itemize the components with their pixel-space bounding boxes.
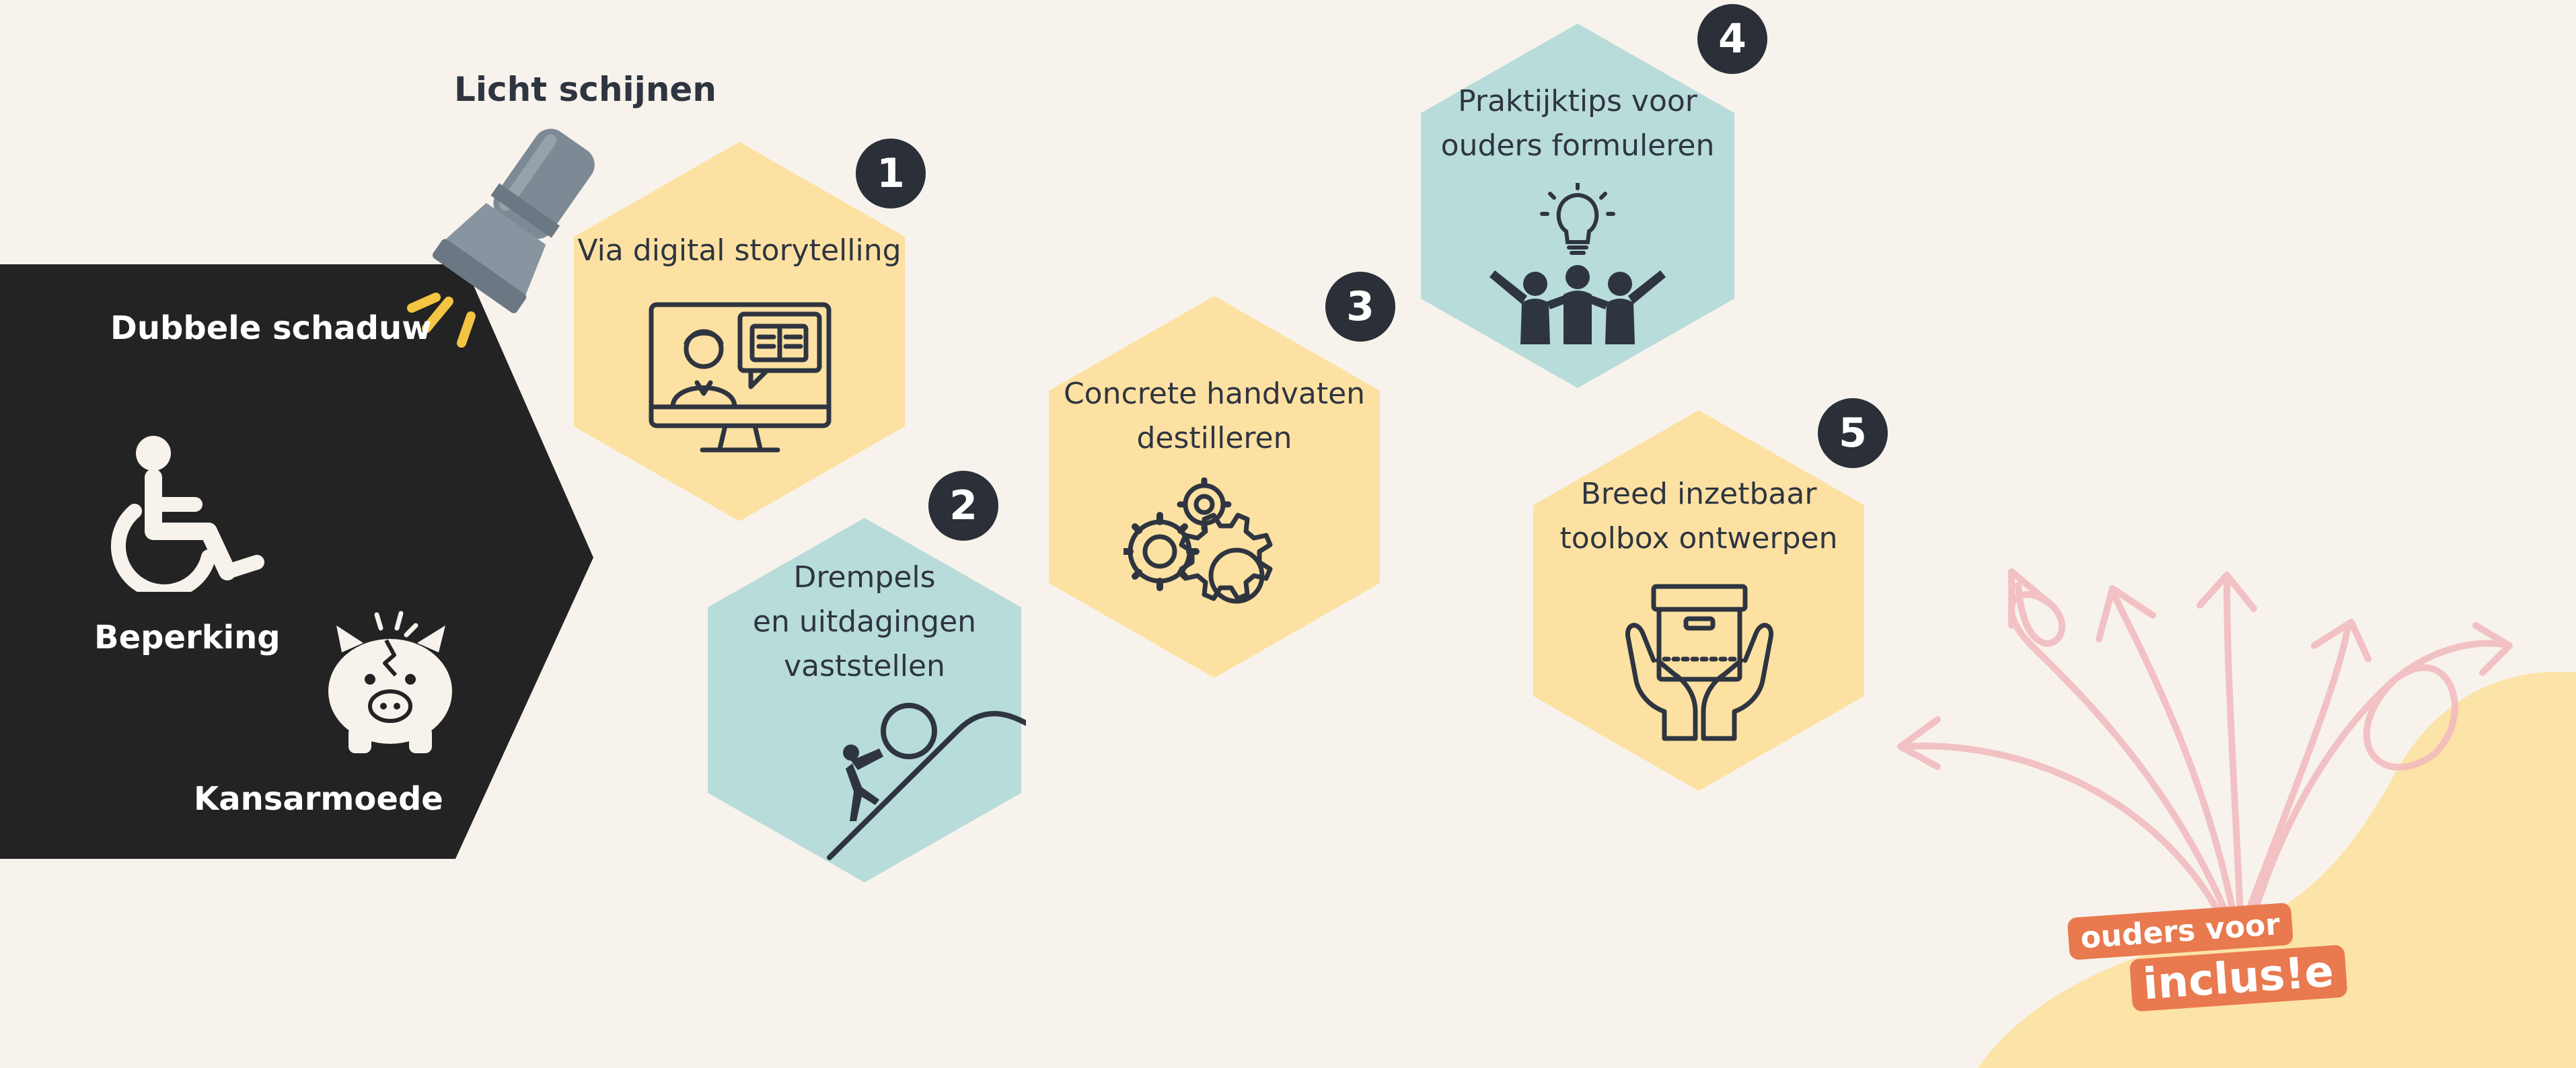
step-3-line-1: Concrete handvaten [1063,377,1366,411]
logo: ouders voor inclus!e [2067,902,2348,1032]
panel-title: Dubbele schaduw [110,309,432,347]
flashlight-icon [407,128,595,348]
step-1-badge: 1 [856,139,926,208]
step-2-text: Drempels en uitdagingen vaststellen [708,556,1021,689]
step-5-line-1: Breed inzetbaar [1580,477,1817,511]
step-2-line-3: vaststellen [784,649,945,683]
step-5-badge: 5 [1818,398,1888,468]
step-1-line-1: Via digital storytelling [577,233,901,268]
yellow-blob [1978,671,2576,1068]
hex-step-5 [1533,410,1864,791]
wheelchair-icon [110,436,264,592]
hex-step-4 [1421,24,1734,388]
boulder-uphill-icon [827,703,1026,860]
panel-label-beperking: Beperking [94,619,281,656]
gears-icon [1124,478,1273,604]
step-3-line-2: destilleren [1136,421,1292,455]
step-5-text: Breed inzetbaar toolbox ontwerpen [1533,472,1864,561]
step-2-badge: 2 [928,471,998,541]
hex-step-2 [708,518,1021,882]
header-title: Licht schijnen [454,70,716,109]
step-3-badge: 3 [1325,272,1395,342]
broken-piggy-bank-icon [328,611,452,753]
step-2-line-1: Drempels [793,560,936,595]
panel-label-kansarmoede: Kansarmoede [194,780,443,818]
dark-panel [0,264,593,859]
step-4-badge: 4 [1697,4,1767,74]
video-storytelling-icon [649,302,832,453]
step-4-text: Praktijktips voor ouders formuleren [1421,79,1734,168]
step-1-text: Via digital storytelling [574,229,905,273]
step-4-line-1: Praktijktips voor [1458,84,1697,118]
step-3-text: Concrete handvaten destilleren [1049,372,1380,461]
step-4-line-2: ouders formuleren [1440,128,1715,163]
hands-box-icon [1625,584,1774,741]
step-2-line-2: en uitdagingen [752,605,977,639]
step-5-line-2: toolbox ontwerpen [1559,521,1838,556]
idea-team-icon [1489,183,1666,344]
pink-arrows [1897,568,2513,918]
